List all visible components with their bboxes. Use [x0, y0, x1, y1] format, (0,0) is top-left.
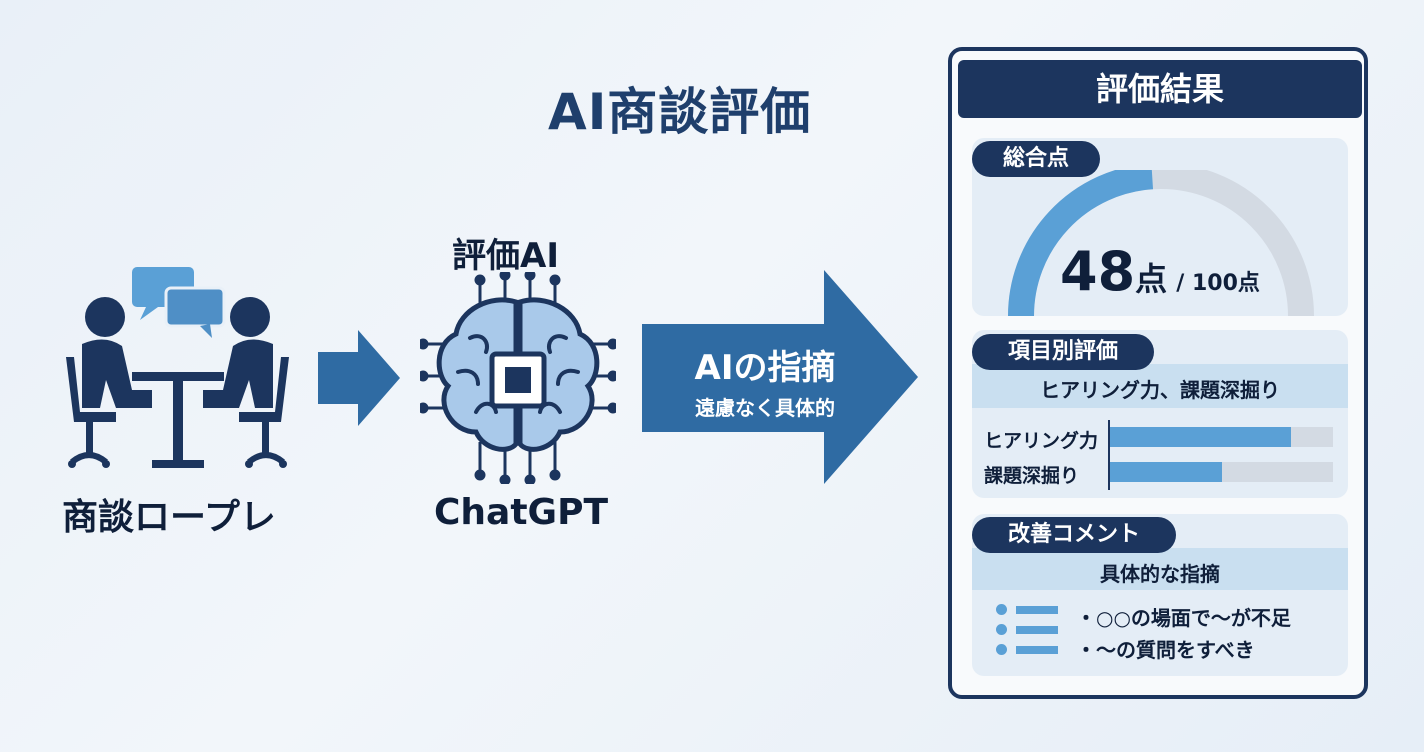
comment-subtitle: 具体的な指摘 — [1100, 562, 1220, 586]
roleplay-label: 商談ロープレ — [62, 497, 276, 538]
bar-track — [1110, 462, 1333, 482]
item-subtitle-band — [972, 364, 1348, 408]
result-panel-header: 評価結果 — [958, 60, 1362, 118]
feedback-subtitle: 遠慮なく具体的 — [695, 396, 835, 420]
ai-brain-chip-icon — [420, 272, 616, 484]
bar-fill-issue-digging — [1110, 462, 1222, 482]
bar-fill-hearing — [1110, 427, 1291, 447]
item-evaluation-subtitle: ヒアリング力、課題深掘り — [1040, 378, 1280, 402]
bar-label: 課題深掘り — [984, 465, 1080, 487]
comment-line: ・〜の質問をすべき — [1076, 638, 1255, 662]
comment-line: ・○○の場面で〜が不足 — [1076, 606, 1291, 630]
bar-label: ヒアリング力 — [984, 430, 1099, 452]
item-evaluation-label: 項目別評価 — [972, 334, 1154, 370]
main-title: AI商談評価 — [548, 83, 812, 141]
flow-arrow-icon — [318, 330, 400, 426]
score-gauge — [1008, 170, 1314, 317]
score-display: 48点 / 100点 — [1060, 240, 1260, 303]
model-name-label: ChatGPT — [434, 492, 609, 533]
comment-subtitle-band — [972, 548, 1348, 590]
evaluator-title: 評価AI — [452, 236, 559, 276]
improvement-comment-label: 改善コメント — [972, 517, 1176, 553]
score-value: 48 — [1060, 240, 1136, 303]
gauge-fill — [1008, 170, 1154, 317]
roleplay-meeting-icon — [66, 267, 289, 468]
bar-track — [1110, 427, 1333, 447]
speech-bubble-icon — [132, 267, 226, 338]
total-score-label: 総合点 — [972, 141, 1100, 177]
bar-axis — [1108, 420, 1110, 490]
score-max: / 100点 — [1176, 271, 1260, 296]
feedback-arrow-icon — [642, 270, 918, 484]
feedback-title: AIの指摘 — [694, 348, 836, 388]
score-unit: 点 — [1135, 260, 1168, 298]
